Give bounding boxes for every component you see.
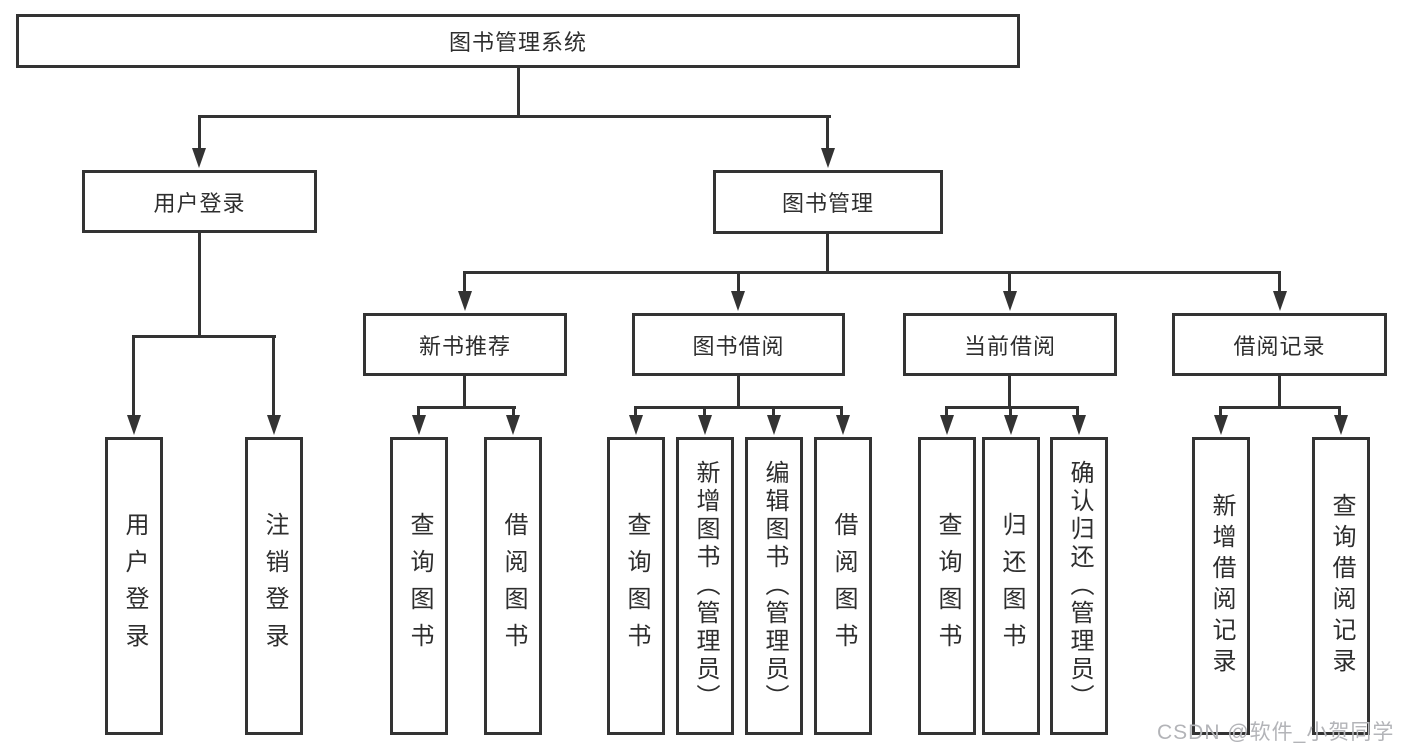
connector-user-login-stem — [198, 233, 201, 337]
arrowhead-to-current-borrow — [1003, 291, 1017, 311]
connector-root-branch — [198, 115, 831, 118]
connector-user-login-branch — [132, 335, 276, 338]
node-book-borrow: 图书借阅 — [632, 313, 845, 376]
leaf-query-borrow-record-label: 查询借阅记录 — [1328, 493, 1355, 679]
node-book-management: 图书管理 — [713, 170, 943, 234]
connector-groupC-drop-1 — [945, 406, 948, 418]
node-current-borrow: 当前借阅 — [903, 313, 1117, 376]
leaf-logout-login: 注销登录 — [245, 437, 303, 735]
connector-book-mgmt-branch — [463, 271, 1281, 274]
leaf-user-login-label: 用户登录 — [121, 512, 148, 660]
leaf-confirm-return-admin: 确认归还（管理员） — [1050, 437, 1108, 735]
connector-root-stem — [517, 68, 520, 115]
connector-groupC-drop-3 — [1076, 406, 1079, 418]
leaf-add-book-admin: 新增图书（管理员） — [676, 437, 734, 735]
arrowhead-to-user-login — [192, 148, 206, 168]
arrowhead-groupB-3 — [767, 415, 781, 435]
connector-groupC-branch — [945, 406, 1079, 409]
connector-book-mgmt-stem — [826, 234, 829, 273]
leaf-borrow-books-recommend-label: 借阅图书 — [500, 512, 527, 660]
connector-groupD-branch — [1219, 406, 1341, 409]
node-new-book-recommend: 新书推荐 — [363, 313, 567, 376]
leaf-edit-book-admin: 编辑图书（管理员） — [745, 437, 803, 735]
connector-groupC-drop-2 — [1009, 406, 1012, 418]
leaf-return-books: 归还图书 — [982, 437, 1040, 735]
arrowhead-groupC-2 — [1004, 415, 1018, 435]
arrowhead-groupA-2 — [506, 415, 520, 435]
leaf-user-login: 用户登录 — [105, 437, 163, 735]
connector-groupD-drop-2 — [1338, 406, 1341, 418]
arrowhead-to-book-borrow — [731, 291, 745, 311]
leaf-query-books-recommend: 查询图书 — [390, 437, 448, 735]
arrowhead-groupB-2 — [698, 415, 712, 435]
connector-groupB-drop-3 — [772, 406, 775, 418]
connector-root-drop-left — [198, 115, 201, 150]
connector-groupA-drop-1 — [417, 406, 420, 418]
node-user-login: 用户登录 — [82, 170, 317, 233]
connector-book-mgmt-drop-2 — [737, 271, 740, 295]
leaf-edit-book-admin-label: 编辑图书（管理员） — [761, 460, 788, 712]
leaf-add-borrow-record-label: 新增借阅记录 — [1208, 493, 1235, 679]
arrowhead-groupB-4 — [836, 415, 850, 435]
leaf-add-borrow-record: 新增借阅记录 — [1192, 437, 1250, 735]
connector-groupB-drop-2 — [703, 406, 706, 418]
connector-groupA-drop-2 — [512, 406, 515, 418]
leaf-borrow-books-recommend: 借阅图书 — [484, 437, 542, 735]
leaf-add-book-admin-label: 新增图书（管理员） — [692, 460, 719, 712]
csdn-watermark: CSDN @软件_小贺同学 — [1157, 721, 1395, 744]
connector-groupB-drop-1 — [634, 406, 637, 418]
node-root: 图书管理系统 — [16, 14, 1020, 68]
leaf-borrow-books-label: 借阅图书 — [830, 512, 857, 660]
leaf-return-books-label: 归还图书 — [998, 512, 1025, 660]
arrowhead-groupD-1 — [1214, 415, 1228, 435]
arrowhead-groupA-1 — [412, 415, 426, 435]
connector-groupB-drop-4 — [840, 406, 843, 418]
leaf-query-books-borrow-label: 查询图书 — [623, 512, 650, 660]
connector-user-login-drop-2 — [272, 335, 275, 417]
connector-book-mgmt-drop-4 — [1278, 271, 1281, 295]
arrowhead-groupD-2 — [1334, 415, 1348, 435]
arrowhead-to-leaf-logout — [267, 415, 281, 435]
connector-book-mgmt-drop-3 — [1008, 271, 1011, 295]
leaf-query-books-current-label: 查询图书 — [934, 512, 961, 660]
arrowhead-to-new-book-recommend — [458, 291, 472, 311]
connector-groupA-stem — [463, 376, 466, 408]
connector-groupC-stem — [1008, 376, 1011, 408]
arrowhead-groupB-1 — [629, 415, 643, 435]
arrowhead-to-borrow-records — [1273, 291, 1287, 311]
leaf-query-books-borrow: 查询图书 — [607, 437, 665, 735]
arrowhead-groupC-3 — [1072, 415, 1086, 435]
connector-groupB-branch — [634, 406, 843, 409]
connector-root-drop-right — [826, 115, 829, 150]
leaf-query-books-current: 查询图书 — [918, 437, 976, 735]
arrowhead-groupC-1 — [940, 415, 954, 435]
leaf-borrow-books: 借阅图书 — [814, 437, 872, 735]
leaf-query-borrow-record: 查询借阅记录 — [1312, 437, 1370, 735]
leaf-confirm-return-admin-label: 确认归还（管理员） — [1066, 460, 1093, 712]
connector-book-mgmt-drop-1 — [463, 271, 466, 295]
connector-groupB-stem — [737, 376, 740, 408]
leaf-logout-login-label: 注销登录 — [261, 512, 288, 660]
arrowhead-to-leaf-user-login — [127, 415, 141, 435]
node-borrow-records: 借阅记录 — [1172, 313, 1387, 376]
connector-groupA-branch — [417, 406, 516, 409]
arrowhead-to-book-management — [821, 148, 835, 168]
connector-user-login-drop-1 — [132, 335, 135, 417]
connector-groupD-drop-1 — [1219, 406, 1222, 418]
leaf-query-books-recommend-label: 查询图书 — [406, 512, 433, 660]
connector-groupD-stem — [1278, 376, 1281, 408]
